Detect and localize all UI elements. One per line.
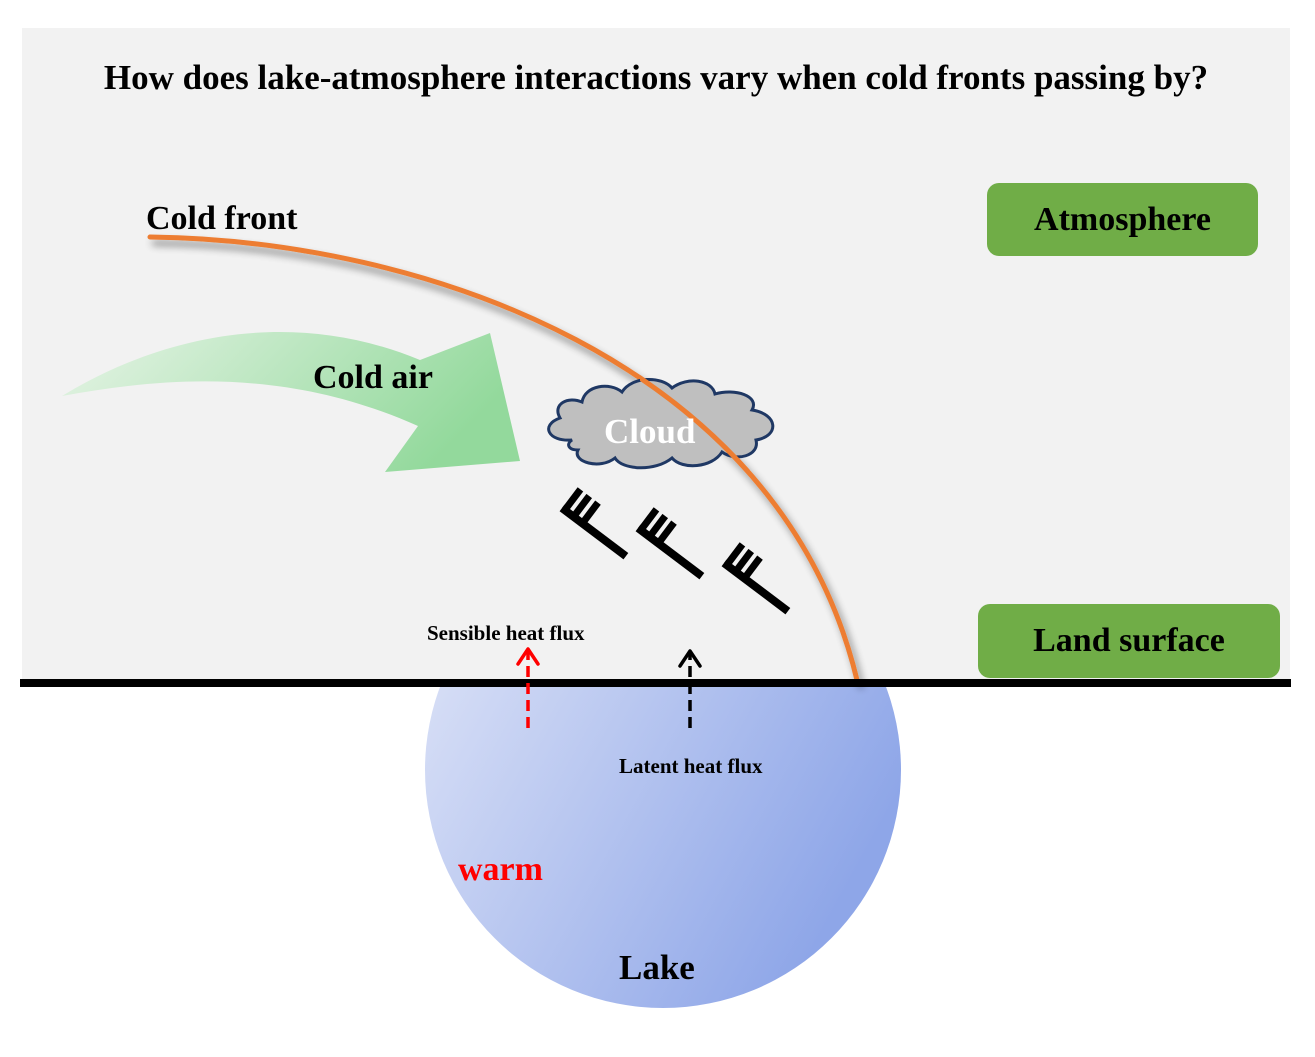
land-surface-label: Land surface (1033, 622, 1225, 659)
ground-line (20, 679, 1291, 687)
latent-heat-flux-arrow (678, 649, 702, 728)
diagram-title: How does lake-atmosphere interactions va… (103, 58, 1209, 97)
warm-label: warm (458, 851, 543, 888)
atmosphere-layer-box: Atmosphere (987, 183, 1258, 256)
lake-label: Lake (619, 948, 695, 987)
cold-air-arrow (62, 332, 520, 472)
sensible-heat-flux-label: Sensible heat flux (427, 621, 585, 645)
wind-barb-icon (721, 542, 791, 615)
wind-barbs (559, 487, 791, 615)
cold-front-label: Cold front (146, 200, 298, 237)
latent-heat-flux-label: Latent heat flux (619, 754, 763, 778)
atmosphere-label: Atmosphere (1034, 200, 1211, 238)
sensible-heat-flux-arrow (516, 647, 540, 728)
wind-barb-icon (559, 487, 629, 560)
lake-body (425, 683, 901, 1008)
land-surface-layer-box: Land surface (978, 604, 1280, 678)
wind-barb-icon (635, 507, 705, 580)
cold-front-line (147, 234, 860, 683)
cloud-icon (547, 377, 775, 470)
cold-air-label: Cold air (313, 359, 433, 396)
cloud-label: Cloud (604, 412, 696, 451)
